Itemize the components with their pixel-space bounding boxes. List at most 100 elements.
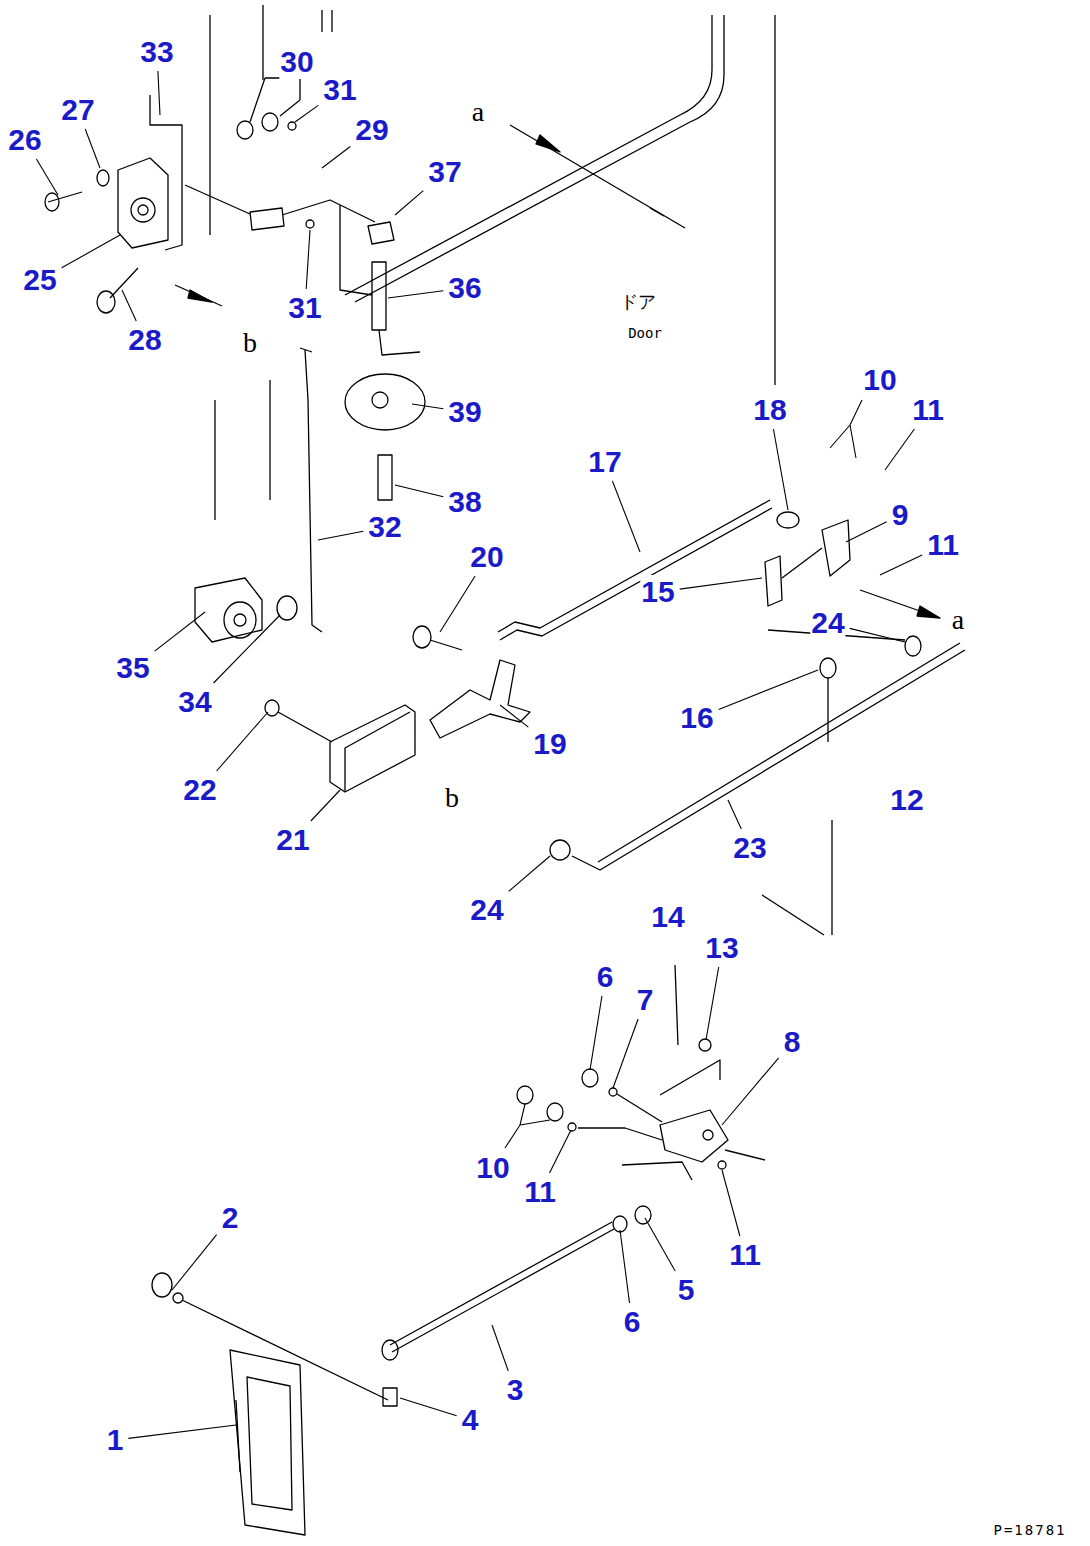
- clip-part: [383, 1388, 397, 1406]
- clip-part: [152, 1273, 172, 1297]
- reference-letter: b: [242, 327, 258, 359]
- frame-line: [622, 1162, 692, 1180]
- link-part: [250, 208, 284, 230]
- rod-part: [372, 262, 386, 330]
- bracket-part: [782, 548, 822, 578]
- frame-line: [214, 400, 215, 520]
- bracket-leader: [830, 400, 862, 458]
- callout-number: 33: [139, 35, 174, 69]
- rod-line: [300, 348, 312, 352]
- leader-line: [440, 576, 475, 632]
- direction-line: [860, 590, 940, 618]
- bolt-part: [430, 640, 462, 650]
- clip-part: [173, 1293, 183, 1303]
- latch-part: [131, 198, 155, 222]
- callout-number: 39: [447, 395, 482, 429]
- callout-number: 14: [650, 900, 685, 934]
- grommet-part: [345, 374, 425, 430]
- leader-line: [400, 1398, 457, 1416]
- frame-line: [269, 380, 270, 500]
- callout-number: 15: [640, 575, 675, 609]
- callout-number: 30: [279, 45, 314, 79]
- callout-number: 6: [623, 1305, 642, 1339]
- callout-number: 8: [783, 1025, 802, 1059]
- callout-number: 3: [506, 1373, 525, 1407]
- rod-line: [392, 1229, 614, 1352]
- leader-line: [306, 230, 310, 289]
- arrowhead: [917, 606, 940, 618]
- leader-line: [846, 522, 887, 542]
- leader-line: [217, 712, 268, 771]
- leader-line: [395, 485, 443, 497]
- door-frame: [345, 15, 712, 295]
- bracket-part: [703, 1130, 713, 1140]
- callout-number: 12: [889, 783, 924, 817]
- rod-line: [500, 508, 772, 640]
- direction-line: [175, 285, 222, 306]
- nut-part: [547, 1103, 563, 1121]
- leader-line: [722, 1058, 779, 1125]
- direction-line: [510, 125, 685, 228]
- callout-number: 20: [469, 540, 504, 574]
- rod-line: [340, 205, 372, 295]
- screw-part: [278, 712, 332, 742]
- clip-part: [277, 596, 297, 620]
- leader-line: [728, 800, 741, 829]
- callout-number: 6: [596, 960, 615, 994]
- bolt-part: [413, 626, 431, 648]
- leader-line: [612, 481, 640, 552]
- frame-line: [774, 15, 775, 385]
- clip-part: [368, 222, 394, 244]
- lever-part: [430, 660, 530, 738]
- bushing-part: [820, 658, 836, 678]
- leader-line: [155, 612, 205, 651]
- nut-part: [517, 1086, 533, 1104]
- frame-line: [321, 10, 322, 32]
- lock-part: [224, 602, 256, 638]
- door-handle: [230, 1350, 305, 1535]
- pin-part: [378, 455, 392, 500]
- rod-end: [382, 1340, 398, 1360]
- washer-part: [288, 122, 296, 130]
- clip-part: [905, 636, 921, 656]
- callout-number: 10: [475, 1151, 510, 1185]
- bracket-part: [660, 1110, 728, 1162]
- leader-line: [500, 705, 528, 727]
- callout-number: 25: [22, 263, 57, 297]
- clip-part: [777, 512, 799, 528]
- leader-line: [590, 996, 602, 1070]
- leader-line: [509, 856, 550, 891]
- callout-number: 28: [127, 323, 162, 357]
- clip-part: [635, 1206, 651, 1224]
- callout-number: 11: [911, 393, 945, 427]
- leader-line: [620, 1230, 630, 1303]
- callout-number: 11: [523, 1175, 557, 1209]
- leader-line: [395, 191, 423, 215]
- callout-number: 19: [532, 727, 567, 761]
- callout-number: 18: [752, 393, 787, 427]
- leader-line: [885, 429, 914, 470]
- washer-part: [718, 1161, 726, 1169]
- clip-part: [550, 840, 570, 860]
- callout-number: 26: [7, 123, 42, 157]
- leader-line: [318, 531, 363, 540]
- callout-number: 5: [677, 1273, 696, 1307]
- bracket-part: [822, 520, 850, 576]
- bracket-line: [280, 100, 300, 116]
- leader-line: [412, 404, 443, 409]
- leader-line: [322, 146, 350, 168]
- reference-letter: a: [471, 96, 485, 128]
- lock-part: [195, 578, 262, 642]
- door-label: ドア: [619, 290, 657, 314]
- washer-part: [609, 1088, 617, 1096]
- callout-number: 34: [177, 685, 212, 719]
- leader-line: [880, 555, 922, 575]
- rod-line: [498, 500, 770, 632]
- direction-line: [650, 208, 664, 216]
- grommet-part: [372, 392, 388, 408]
- callout-number: 2: [221, 1201, 240, 1235]
- leader-line: [214, 615, 280, 683]
- reference-letter: a: [951, 604, 965, 636]
- handle-cover: [330, 705, 415, 792]
